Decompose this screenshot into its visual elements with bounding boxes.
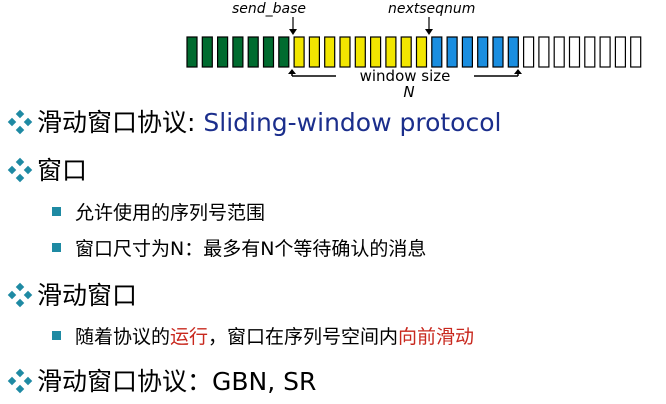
seq-cell-sent-unacked bbox=[293, 36, 305, 68]
seq-cell-sent-unacked bbox=[339, 36, 351, 68]
subbullet-window-size: 窗口尺寸为N：最多有N个等待确认的消息 bbox=[52, 236, 426, 262]
bullet-text: ，窗口在序列号空间内 bbox=[208, 326, 399, 348]
bullet-sliding-window: 滑动窗口 bbox=[6, 280, 137, 312]
send-base-arrowhead bbox=[289, 29, 297, 35]
diamond-bullet-icon bbox=[7, 109, 33, 135]
highlight-text: 运行 bbox=[170, 326, 209, 348]
seq-cell-sent-unacked bbox=[370, 36, 382, 68]
window-size-indicator bbox=[288, 69, 522, 77]
seq-cell-acked bbox=[262, 36, 275, 68]
seq-cell-usable bbox=[431, 36, 443, 68]
bullet-text: 滑动窗口 bbox=[37, 281, 138, 310]
seq-cell-acked bbox=[186, 36, 198, 68]
bullet-text: 随着协议的 bbox=[75, 326, 171, 348]
seq-cell-acked bbox=[247, 36, 259, 68]
diamond-bullet-icon bbox=[7, 368, 33, 394]
seq-cell-unusable bbox=[630, 36, 642, 68]
seq-cell-acked bbox=[217, 36, 229, 68]
diamond-bullet-icon bbox=[7, 282, 33, 308]
seq-cell-usable bbox=[507, 36, 519, 68]
bullet-gbn-sr: 滑动窗口协议：GBN, SR bbox=[6, 366, 316, 398]
seq-cell-sent-unacked bbox=[385, 36, 397, 68]
seq-cell-usable bbox=[446, 36, 458, 68]
bullet-text: 窗口尺寸为N：最多有N个等待确认的消息 bbox=[75, 238, 427, 260]
highlight-text: 向前滑动 bbox=[398, 326, 475, 348]
bullet-sliding-window-protocol: 滑动窗口协议: Sliding-window protocol bbox=[6, 107, 501, 139]
window-size-symbol: N bbox=[403, 83, 414, 100]
seq-cell-sent-unacked bbox=[308, 36, 320, 68]
seq-cell-unusable bbox=[553, 36, 565, 68]
seq-cell-acked bbox=[278, 36, 290, 68]
bullet-text-english: Sliding-window protocol bbox=[203, 108, 502, 137]
seq-cell-sent-unacked bbox=[354, 36, 366, 68]
subbullet-window-slides: 随着协议的运行，窗口在序列号空间内向前滑动 bbox=[52, 324, 474, 350]
seq-cell-unusable bbox=[568, 36, 581, 68]
square-bullet-icon bbox=[52, 243, 61, 252]
seq-cell-sent-unacked bbox=[415, 36, 428, 68]
seq-cell-unusable bbox=[599, 36, 611, 68]
seq-cell-usable bbox=[492, 36, 504, 68]
bullet-text: 允许使用的序列号范围 bbox=[75, 202, 266, 224]
seq-cell-unusable bbox=[614, 36, 627, 68]
subbullet-allowed-seq-range: 允许使用的序列号范围 bbox=[52, 200, 265, 226]
seq-cell-unusable bbox=[538, 36, 550, 68]
seq-cell-acked bbox=[201, 36, 213, 68]
window-size-label: window size bbox=[360, 67, 451, 85]
bullet-text: 滑动窗口协议：GBN, SR bbox=[37, 367, 317, 396]
seq-cell-sent-unacked bbox=[324, 36, 336, 68]
square-bullet-icon bbox=[52, 331, 61, 340]
seq-cell-sent-unacked bbox=[400, 36, 412, 68]
bullet-text: 窗口 bbox=[37, 156, 88, 185]
diamond-bullet-icon bbox=[7, 157, 33, 183]
sequence-number-space bbox=[186, 36, 642, 68]
bullet-text: 滑动窗口协议: bbox=[37, 108, 204, 137]
seq-cell-usable bbox=[461, 36, 473, 68]
sliding-window-diagram: send_base nextseqnum window size N bbox=[186, 1, 642, 100]
square-bullet-icon bbox=[52, 207, 61, 216]
seq-cell-usable bbox=[477, 36, 489, 68]
bullet-window: 窗口 bbox=[6, 155, 87, 187]
send-base-label: send_base bbox=[232, 1, 306, 17]
nextseqnum-label: nextseqnum bbox=[388, 1, 475, 17]
seq-cell-unusable bbox=[584, 36, 596, 68]
nextseqnum-arrowhead bbox=[425, 29, 433, 35]
seq-cell-acked bbox=[232, 36, 244, 68]
seq-cell-unusable bbox=[522, 36, 535, 68]
